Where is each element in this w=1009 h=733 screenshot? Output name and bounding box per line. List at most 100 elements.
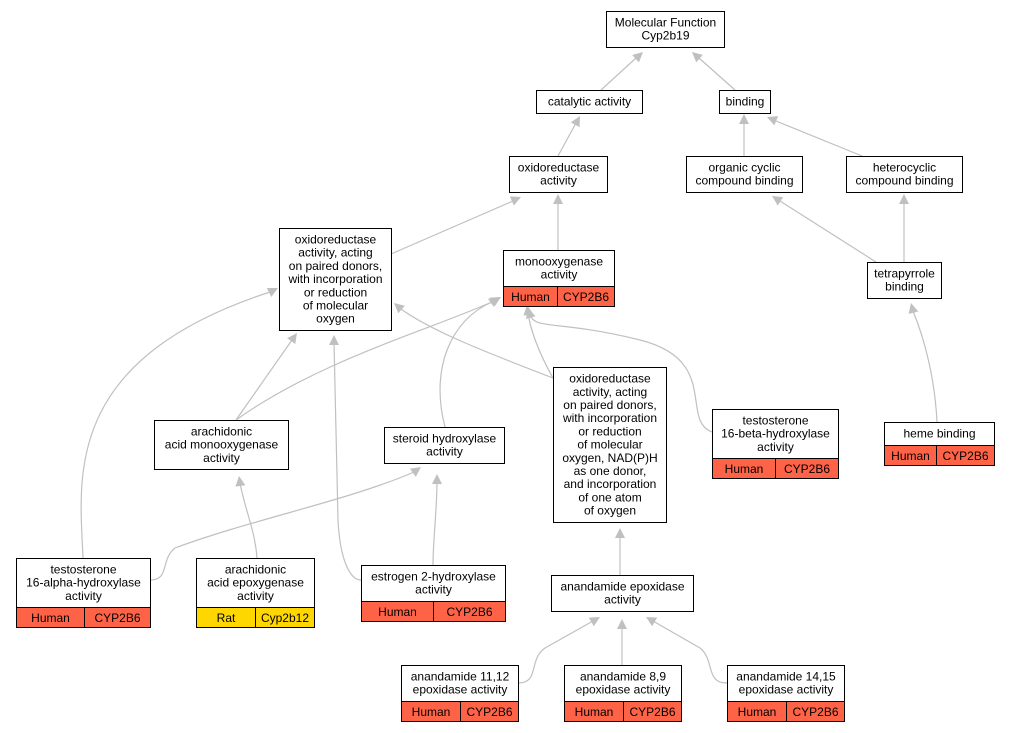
edge-line (439, 301, 493, 428)
arrowhead (266, 288, 278, 297)
species-label: Human (575, 705, 614, 719)
arrowhead (235, 476, 246, 487)
node-label-line: arachidonic (191, 424, 252, 438)
arrowhead (632, 52, 643, 63)
arrowhead (692, 52, 703, 63)
node-label-line: anandamide 8,9 (580, 670, 666, 684)
arrowhead (767, 116, 779, 126)
edge (772, 196, 877, 263)
edge (390, 196, 521, 255)
edge (525, 308, 713, 433)
arrowhead (432, 474, 442, 484)
node-label-line: anandamide 14,15 (736, 670, 836, 684)
node-label-line: on paired donors, (289, 259, 382, 273)
node-label-line: activity (237, 589, 274, 603)
species-label: Human (738, 705, 777, 719)
edge (899, 194, 909, 262)
node-label-line: testosterone (50, 562, 116, 576)
edge (646, 617, 728, 684)
gene-label: CYP2B6 (784, 462, 830, 476)
node-label-line: 16-beta-hydroxylase (721, 427, 830, 441)
node-label-line: and incorporation (564, 477, 657, 491)
node-label-line: as one donor, (574, 464, 647, 478)
node-label-line: activity (604, 593, 641, 607)
edge (394, 303, 554, 379)
node-box (536, 90, 643, 114)
gene-cell (623, 701, 682, 722)
edge (329, 335, 362, 581)
edge (615, 528, 625, 575)
node-label-line: heterocyclic (873, 161, 936, 175)
node-label-line: of molecular (577, 438, 642, 452)
arrowhead (617, 619, 627, 629)
node-box (551, 575, 694, 612)
edge-line (652, 620, 728, 684)
node-label-line: with incorporation (562, 411, 657, 425)
arrowhead (409, 467, 421, 477)
node-label-line: activity, acting (573, 385, 647, 399)
node-label-line: arachidonic (225, 562, 286, 576)
node-box (279, 228, 392, 331)
edge (600, 52, 643, 91)
node-label-line: of one atom (578, 490, 641, 504)
node-label-line: organic cyclic (708, 161, 780, 175)
node-label-line: activity (203, 451, 240, 465)
arrowhead (646, 617, 658, 627)
node-box (867, 262, 942, 299)
gene-label: CYP2B6 (466, 705, 512, 719)
node-label-line: testosterone (742, 413, 808, 427)
node-label-line: binding (726, 95, 765, 109)
edge-line (239, 482, 258, 559)
gene-label: CYP2B6 (94, 611, 140, 625)
gene-cell (775, 458, 839, 479)
node-label-line: oxidoreductase (518, 161, 600, 175)
arrowhead (899, 194, 909, 204)
gene-label: CYP2B6 (446, 605, 492, 619)
go-term-node-t16b[interactable]: testosterone16-beta-hydroxylaseactivityH… (712, 409, 839, 479)
edge (557, 116, 580, 157)
node-label-line: epoxidase activity (576, 683, 671, 697)
node-label-line: of oxygen (584, 504, 636, 518)
node-label-line: epoxidase activity (739, 683, 834, 697)
arrowhead (772, 196, 784, 206)
species-label: Human (378, 605, 417, 619)
arrowhead (287, 333, 297, 345)
node-label-line: estrogen 2-hydroxylase (371, 570, 496, 584)
gene-label: Cyp2b12 (261, 611, 309, 625)
gene-cell (557, 286, 615, 307)
node-label-line: activity (757, 440, 794, 454)
node-label-line: oxidoreductase (569, 372, 651, 386)
node-label-line: oxidoreductase (295, 233, 377, 247)
node-label-line: epoxidase activity (413, 683, 508, 697)
gene-cell (786, 701, 845, 722)
node-label-line: binding (885, 280, 924, 294)
go-term-node-bind[interactable]: binding (719, 90, 771, 114)
go-term-node-cat[interactable]: catalytic activity (536, 90, 643, 114)
gene-cell (433, 601, 506, 622)
node-label-line: activity (65, 589, 102, 603)
node-label-line: or reduction (578, 424, 641, 438)
node-box (16, 558, 151, 608)
node-label-line: oxygen (316, 312, 355, 326)
arrowhead (329, 335, 339, 345)
arrowhead (588, 617, 600, 627)
go-term-node-t16a[interactable]: testosterone16-alpha-hydroxylaseactivity… (16, 558, 151, 628)
